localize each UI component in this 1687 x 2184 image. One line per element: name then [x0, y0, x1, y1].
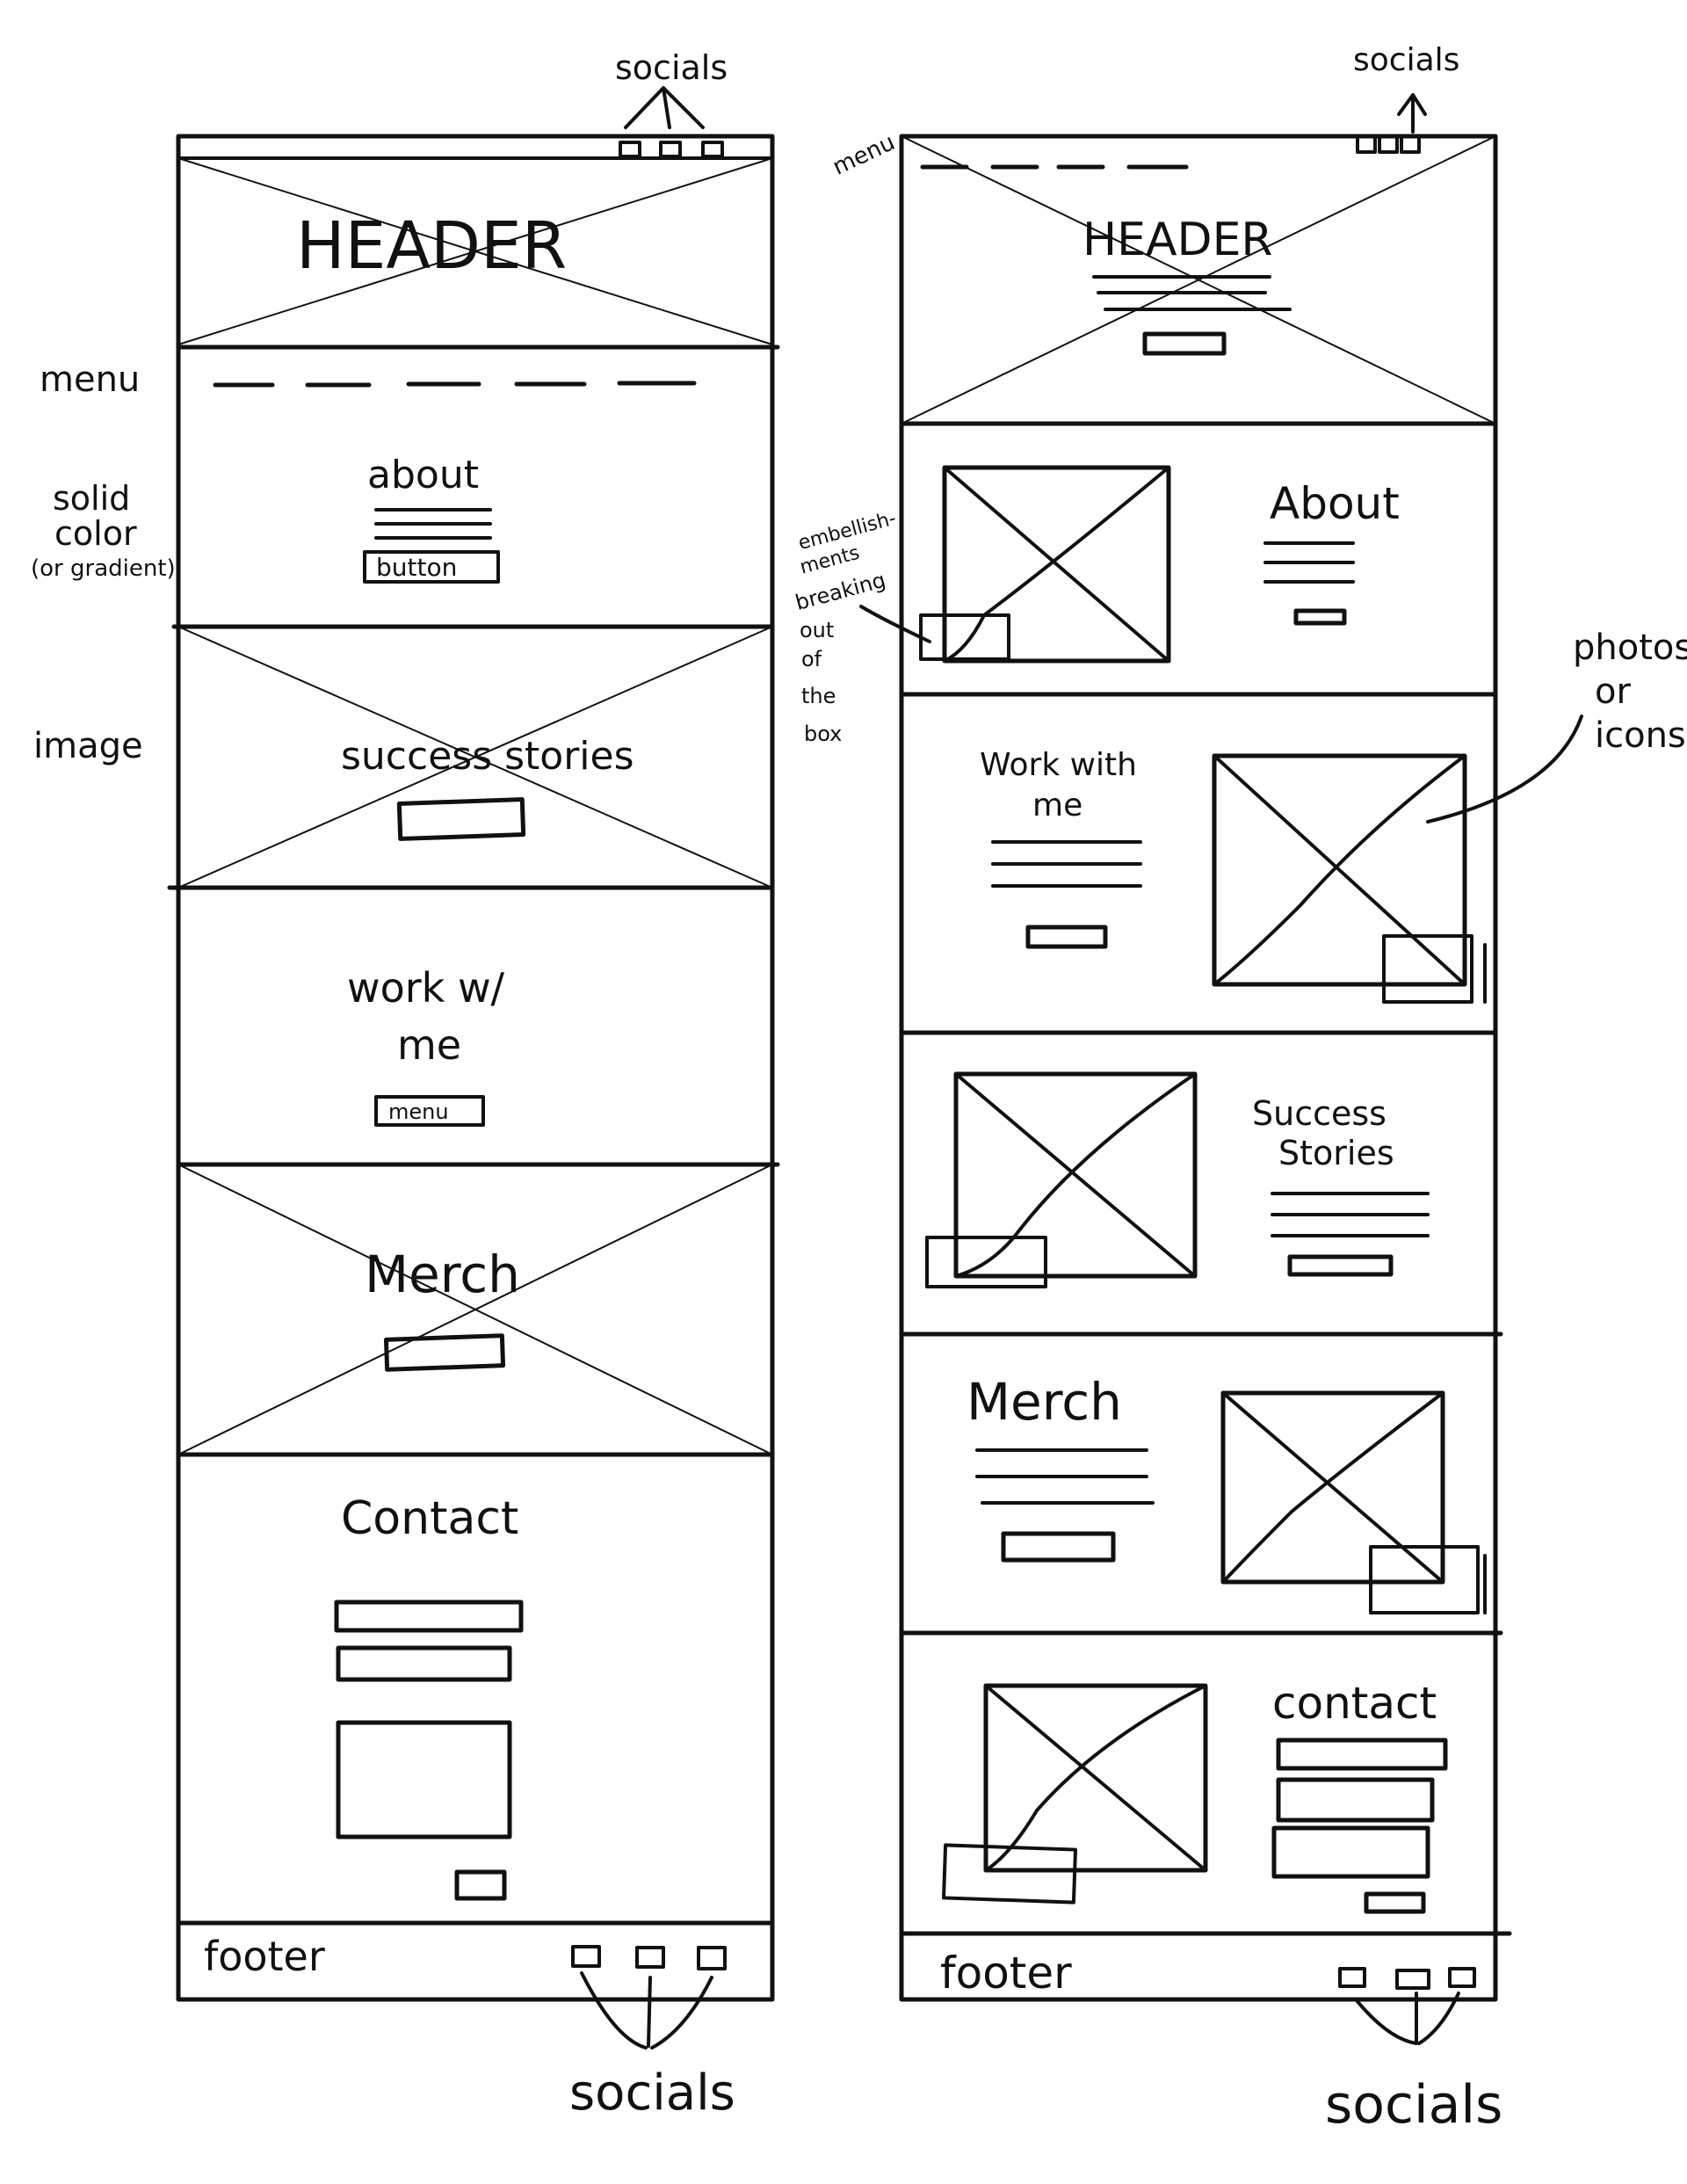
right-top-social-icon-3 — [1400, 134, 1421, 154]
right-work-title-1: Work with — [980, 747, 1137, 783]
left-work-button-label: menu — [388, 1099, 449, 1124]
right-contact-section: contact — [941, 1678, 1448, 1914]
left-contact-field-1 — [334, 1600, 524, 1633]
right-merch-title: Merch — [967, 1372, 1122, 1432]
right-mockup: socials menu HEADER — [793, 42, 1687, 2136]
right-success-section: Success Stories — [925, 1071, 1430, 1288]
right-merch-embellishment — [1369, 1545, 1480, 1614]
right-header-section: HEADER — [901, 135, 1496, 424]
left-header-text: HEADER — [296, 208, 567, 284]
right-merch-section: Merch — [967, 1372, 1487, 1614]
right-contact-field-2 — [1276, 1777, 1435, 1823]
right-contact-title: contact — [1272, 1678, 1437, 1729]
right-success-image — [953, 1071, 1198, 1279]
left-top-social-icon-2 — [659, 141, 682, 158]
left-contact-section: Contact — [334, 1492, 524, 1901]
right-top-social-icon-1 — [1356, 134, 1377, 154]
left-top-social-icon-3 — [701, 141, 724, 158]
right-photos-note-1: photos — [1573, 628, 1687, 668]
right-work-title-2: me — [1032, 787, 1082, 824]
right-photos-note-3: icons — [1595, 715, 1686, 756]
left-success-section: success stories — [177, 626, 773, 889]
left-footer-social-icon-2 — [635, 1946, 665, 1969]
right-success-title-1: Success — [1252, 1094, 1387, 1133]
left-mockup: socials HEADER menu about button solid — [31, 48, 780, 2122]
embellish-note-5: of — [801, 647, 822, 671]
left-work-section: work w/ me menu — [347, 964, 505, 1127]
right-menu-label: menu — [829, 129, 899, 181]
left-merch-title: Merch — [365, 1244, 520, 1304]
left-about-button — [363, 550, 500, 584]
left-image-note: image — [33, 726, 143, 766]
right-success-button — [1287, 1254, 1394, 1277]
right-top-social-icon-2 — [1378, 134, 1399, 154]
left-solid-color-note-1: solid — [53, 479, 130, 518]
left-contact-submit — [454, 1869, 507, 1901]
left-menu-label: menu — [40, 359, 140, 400]
embellish-note-4: out — [800, 618, 834, 642]
left-footer-social-icon-1 — [571, 1945, 601, 1968]
left-merch-button — [383, 1333, 506, 1372]
right-about-button — [1293, 608, 1347, 626]
left-solid-color-note-3: (or gradient) — [31, 555, 176, 582]
right-header-text: HEADER — [1082, 214, 1273, 266]
right-socials-bottom-label: socials — [1325, 2074, 1502, 2136]
left-about-title: about — [367, 453, 479, 497]
left-footer-text: footer — [204, 1933, 325, 1980]
right-frame — [899, 134, 1498, 2002]
right-about-image — [942, 465, 1171, 664]
embellish-note-7: box — [804, 722, 842, 746]
embellish-note-6: the — [801, 684, 836, 708]
left-contact-message — [336, 1720, 512, 1839]
left-header-section: HEADER — [177, 157, 773, 345]
left-top-social-icon-1 — [619, 141, 641, 158]
left-footer: footer — [204, 1933, 727, 1980]
right-about-title: About — [1270, 478, 1400, 529]
right-contact-embellishment — [941, 1843, 1078, 1905]
left-success-title: success stories — [341, 734, 634, 779]
right-about-section: About — [919, 465, 1400, 664]
right-header-button — [1142, 331, 1227, 356]
right-merch-button — [1001, 1531, 1116, 1563]
left-socials-bottom-label: socials — [569, 2064, 735, 2122]
left-frame — [176, 134, 775, 2002]
right-footer-social-icon-2 — [1395, 1969, 1430, 1990]
right-success-title-2: Stories — [1278, 1134, 1394, 1172]
left-about-button-label: button — [376, 553, 457, 582]
left-menu-dashes — [213, 381, 697, 388]
right-success-embellishment — [925, 1236, 1047, 1288]
left-contact-title: Contact — [341, 1492, 518, 1545]
left-work-title-2: me — [397, 1021, 461, 1069]
right-photos-note-2: or — [1595, 671, 1631, 712]
left-socials-top-label: socials — [615, 48, 728, 87]
right-embellishments-note: embellish- ments breaking out of the box — [793, 508, 931, 746]
right-work-image — [1212, 753, 1467, 987]
right-contact-field-1 — [1276, 1738, 1448, 1771]
right-contact-submit — [1364, 1891, 1426, 1914]
left-solid-color-note-2: color — [54, 514, 137, 553]
right-work-embellishment — [1382, 934, 1473, 1004]
left-success-button — [396, 797, 526, 841]
left-contact-field-2 — [336, 1645, 512, 1682]
left-about-section: about button — [363, 453, 500, 584]
right-footer-social-icon-3 — [1448, 1967, 1476, 1988]
right-footer-social-icon-1 — [1338, 1967, 1366, 1988]
left-work-button — [374, 1095, 485, 1127]
left-merch-section: Merch — [177, 1164, 773, 1455]
right-work-button — [1025, 925, 1108, 949]
left-footer-social-icon-3 — [697, 1946, 727, 1970]
left-work-title-1: work w/ — [347, 964, 505, 1012]
right-socials-top-label: socials — [1353, 42, 1459, 78]
right-merch-image — [1220, 1390, 1445, 1585]
right-footer: footer — [940, 1948, 1476, 1999]
right-about-embellishment — [919, 613, 1010, 661]
right-contact-image — [983, 1683, 1208, 1873]
right-contact-field-3 — [1271, 1825, 1430, 1879]
right-work-section: Work with me — [980, 747, 1487, 1004]
right-footer-text: footer — [940, 1948, 1072, 1999]
